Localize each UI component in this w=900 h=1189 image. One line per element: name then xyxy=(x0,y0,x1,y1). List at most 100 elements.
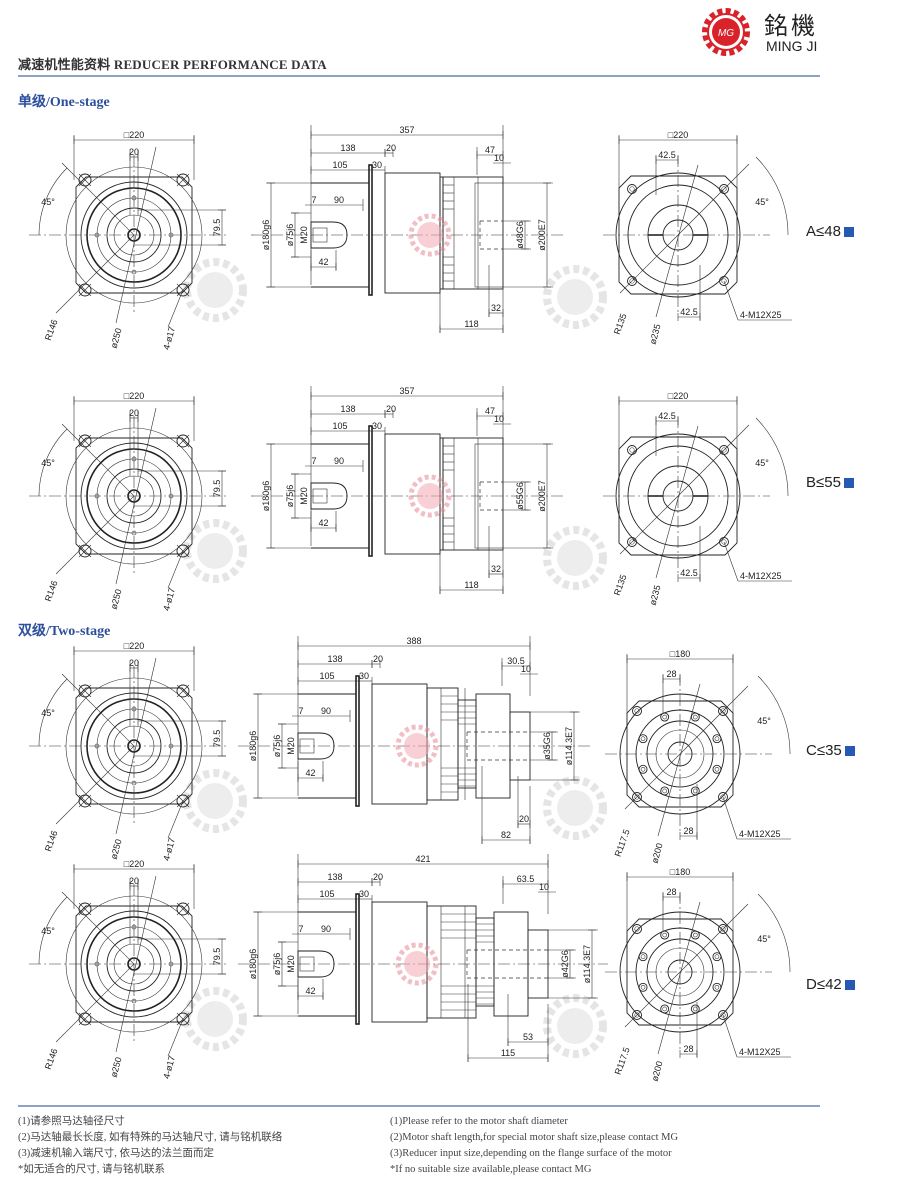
note-cn-3: (3)减速机输入端尺寸, 依马达的法兰面而定 xyxy=(18,1148,214,1159)
dimension-label: 4-M12X25 xyxy=(740,571,782,581)
dimension-label: ø250 xyxy=(109,1056,124,1078)
drawing-circle xyxy=(632,1010,642,1020)
drawing-line xyxy=(55,963,135,1043)
drawing-circle xyxy=(690,930,700,940)
gear-logo-icon: MG xyxy=(702,8,750,56)
angle-arc xyxy=(38,896,68,965)
dimension-label: 45° xyxy=(757,716,771,726)
drawing-rect xyxy=(442,176,504,290)
drawing-circle xyxy=(640,736,646,741)
dimension-label: □180 xyxy=(670,649,690,659)
drawing-circle xyxy=(632,792,642,802)
notes-english: (1)Please refer to the motor shaft diame… xyxy=(390,1114,678,1178)
dimension-label: □220 xyxy=(124,859,144,869)
dimension-label: 7 xyxy=(311,456,316,466)
drawing-circle xyxy=(176,684,190,698)
dimension-label: 388 xyxy=(406,636,421,646)
drawing-circle xyxy=(721,539,727,545)
dimension-label: 4-M12X25 xyxy=(739,829,781,839)
dimension-label: 45° xyxy=(41,458,55,468)
drawing-circle xyxy=(632,706,642,716)
watermark-gear-icon xyxy=(543,994,607,1058)
drawing-line xyxy=(176,173,190,187)
drawing-line xyxy=(677,424,750,497)
drawing-line xyxy=(78,902,92,916)
drawing-line xyxy=(657,901,701,1055)
note-en-3: (3)Reducer input size,depending on the f… xyxy=(390,1148,672,1159)
drawing-circle xyxy=(719,445,729,455)
dimension-label: 138 xyxy=(340,143,355,153)
drawing-circle xyxy=(690,712,700,722)
dimension-label: ø250 xyxy=(109,588,124,610)
dimension-label: ø235 xyxy=(648,323,663,345)
drawing-circle xyxy=(714,954,720,959)
dimension-label: R146 xyxy=(43,579,60,603)
watermark-gear-icon xyxy=(183,258,247,322)
drawing-line xyxy=(655,164,699,318)
dimension-label: 45° xyxy=(41,708,55,718)
angle-arc xyxy=(755,417,789,497)
drawing-circle xyxy=(718,924,728,934)
dimension-label: ø200 xyxy=(650,1060,665,1082)
drawing-line xyxy=(78,794,92,808)
model-label-b: B≤55 xyxy=(806,474,854,491)
watermark-gear-icon xyxy=(543,265,607,329)
dimension-label: 90 xyxy=(334,456,344,466)
dimension-label: M20 xyxy=(286,737,296,755)
drawing-circle xyxy=(629,447,635,453)
drawing-circle xyxy=(718,792,728,802)
dimension-label: 45° xyxy=(41,197,55,207)
drawing-line xyxy=(619,495,679,555)
drawing-circle xyxy=(719,276,729,286)
drawing-circle xyxy=(720,708,726,714)
drawing-circle xyxy=(660,786,670,796)
drawing-rect xyxy=(426,905,477,1019)
dimension-label: 90 xyxy=(321,924,331,934)
drawing-circle xyxy=(693,932,698,938)
drawing-circle xyxy=(634,708,640,714)
drawing-line xyxy=(722,796,738,840)
dimension-label: 45° xyxy=(755,197,769,207)
dimension-label: 42.5 xyxy=(680,307,698,317)
watermark-gear-icon xyxy=(183,769,247,833)
dimension-label: 105 xyxy=(319,671,334,681)
dimension-label: □220 xyxy=(124,391,144,401)
drawing-line xyxy=(61,162,135,236)
drawing-circle xyxy=(718,706,728,716)
page-title: 减速机性能资料 REDUCER PERFORMANCE DATA xyxy=(18,57,327,72)
drawing-circle xyxy=(721,278,727,284)
drawing-line xyxy=(624,971,681,1028)
dimension-label: 10 xyxy=(494,414,504,424)
drawing-line xyxy=(679,685,749,755)
dimension-label: 42.5 xyxy=(680,568,698,578)
drawing-circle xyxy=(634,926,640,932)
footer-divider xyxy=(18,1105,820,1107)
drawing-line xyxy=(78,684,92,698)
model-label-text: D≤42 xyxy=(806,976,842,993)
dimension-label: 30 xyxy=(359,889,369,899)
dimension-label: □220 xyxy=(124,641,144,651)
model-label-c: C≤35 xyxy=(806,742,855,759)
drawing-circle xyxy=(629,278,635,284)
drawing-circle xyxy=(714,767,720,772)
flange-square xyxy=(618,175,738,295)
drawing-circle xyxy=(638,952,648,962)
dimension-label: 30 xyxy=(372,160,382,170)
model-label-d: D≤42 xyxy=(806,976,855,993)
drawing-rect xyxy=(355,893,360,1025)
logo-chinese-name: 銘機 xyxy=(764,12,818,40)
dimension-label: 138 xyxy=(327,654,342,664)
drawing-rect xyxy=(355,675,360,807)
drawing-circle xyxy=(693,714,698,720)
drawing-circle xyxy=(720,1012,726,1018)
drawing-line xyxy=(677,163,750,236)
drawing-rect xyxy=(475,917,495,1007)
drawing-line xyxy=(657,683,701,837)
dimension-label: 45° xyxy=(41,926,55,936)
